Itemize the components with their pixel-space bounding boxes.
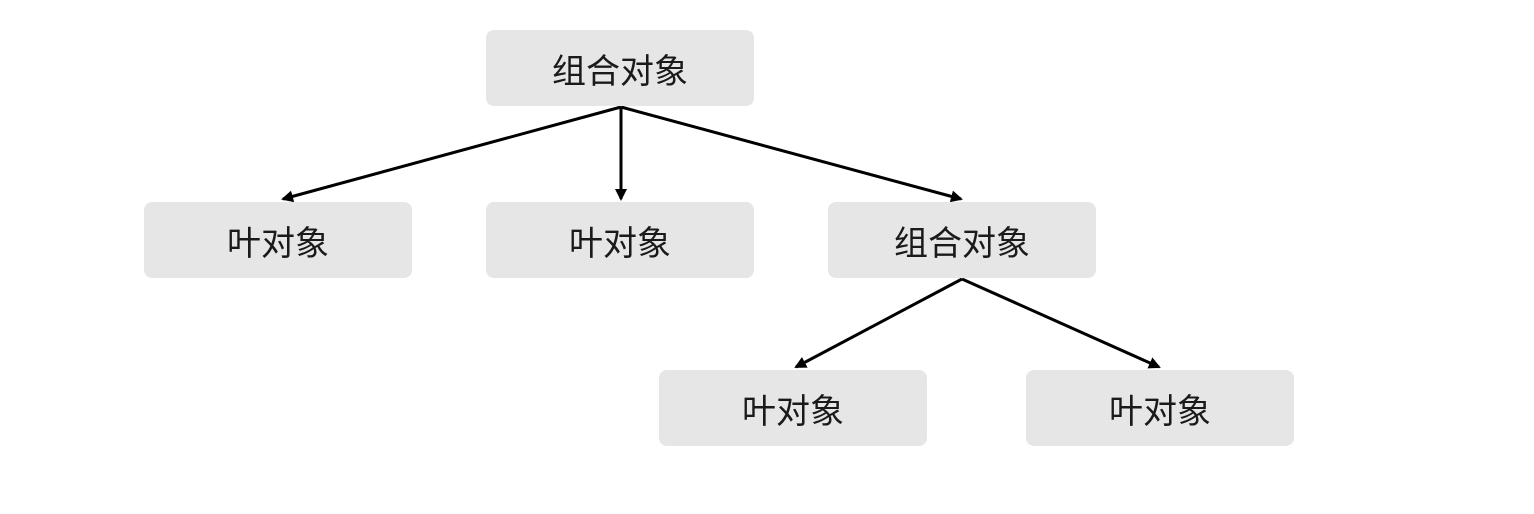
- node-label: 组合对象: [552, 51, 688, 92]
- node-label: 叶对象: [569, 223, 671, 264]
- node-composite-child: 组合对象: [828, 202, 1096, 278]
- edge-composite-2-to-leaf-3: [794, 277, 963, 369]
- node-label: 叶对象: [1109, 391, 1211, 432]
- node-leaf-4: 叶对象: [1026, 370, 1294, 446]
- node-label: 组合对象: [894, 223, 1030, 264]
- node-label: 叶对象: [227, 223, 329, 264]
- node-composite-root: 组合对象: [486, 30, 754, 106]
- node-leaf-1: 叶对象: [144, 202, 412, 278]
- node-leaf-3: 叶对象: [659, 370, 927, 446]
- edge-composite-2-to-leaf-4: [961, 277, 1161, 369]
- edge-root-to-composite-2: [620, 105, 963, 203]
- node-leaf-2: 叶对象: [486, 202, 754, 278]
- edge-root-to-leaf-1: [281, 105, 622, 203]
- node-label: 叶对象: [742, 391, 844, 432]
